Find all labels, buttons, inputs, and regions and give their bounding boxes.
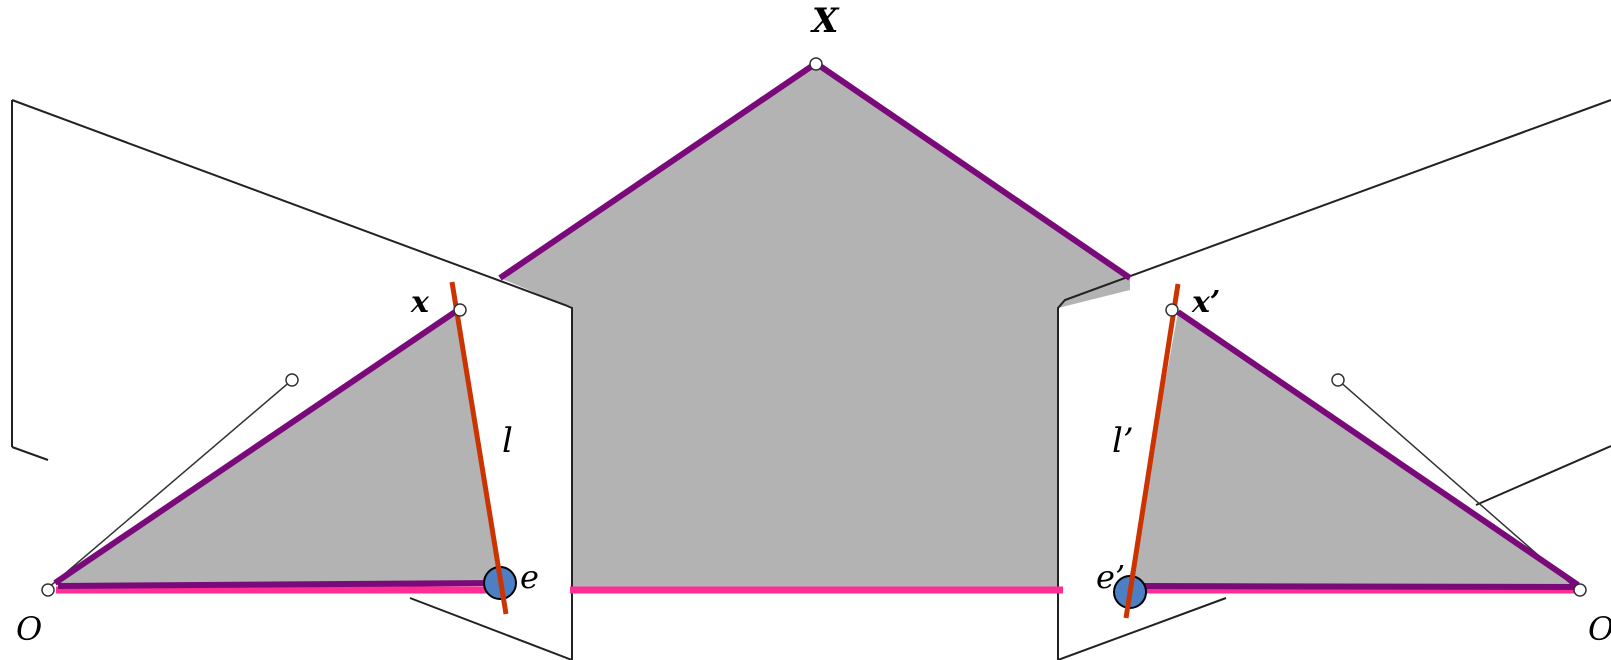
right-image-plane (1057, 99, 1611, 660)
camera-center-right-marker (1573, 583, 1587, 597)
label-image-point-right: x’ (1191, 285, 1220, 320)
label-camera-center-right: O (1588, 610, 1611, 648)
left-image-plane (11, 99, 573, 660)
principal-point-left-marker (285, 373, 299, 387)
image-point-left-marker (453, 303, 467, 317)
world-point-marker (809, 57, 823, 71)
epipolar-line-right (1123, 283, 1181, 619)
ray-left (53, 309, 457, 586)
label-epipole-right: e’ (1096, 558, 1125, 596)
epipolar-plane-right (1128, 312, 1576, 586)
ray-world-right (818, 63, 1132, 281)
plane-edge-left (57, 580, 501, 589)
epipolar-line-left (449, 281, 509, 615)
label-epiline-left: l (502, 421, 513, 461)
ray-right (1176, 309, 1580, 588)
label-epipole-left: e (520, 558, 539, 596)
left-optical-axis (47, 379, 293, 589)
label-epiline-right: l’ (1112, 421, 1134, 461)
epipolar-plane-center (500, 64, 1130, 590)
label-camera-center-left: O (16, 610, 42, 648)
plane-edge-right (1127, 583, 1577, 590)
label-image-point-left: x (410, 285, 430, 320)
camera-center-left-marker (41, 583, 55, 597)
label-world-point: X (810, 1, 840, 41)
image-point-right-marker (1165, 303, 1179, 317)
principal-point-right-marker (1331, 373, 1345, 387)
ray-world-left (498, 63, 814, 281)
epipolar-plane-left (58, 312, 500, 583)
